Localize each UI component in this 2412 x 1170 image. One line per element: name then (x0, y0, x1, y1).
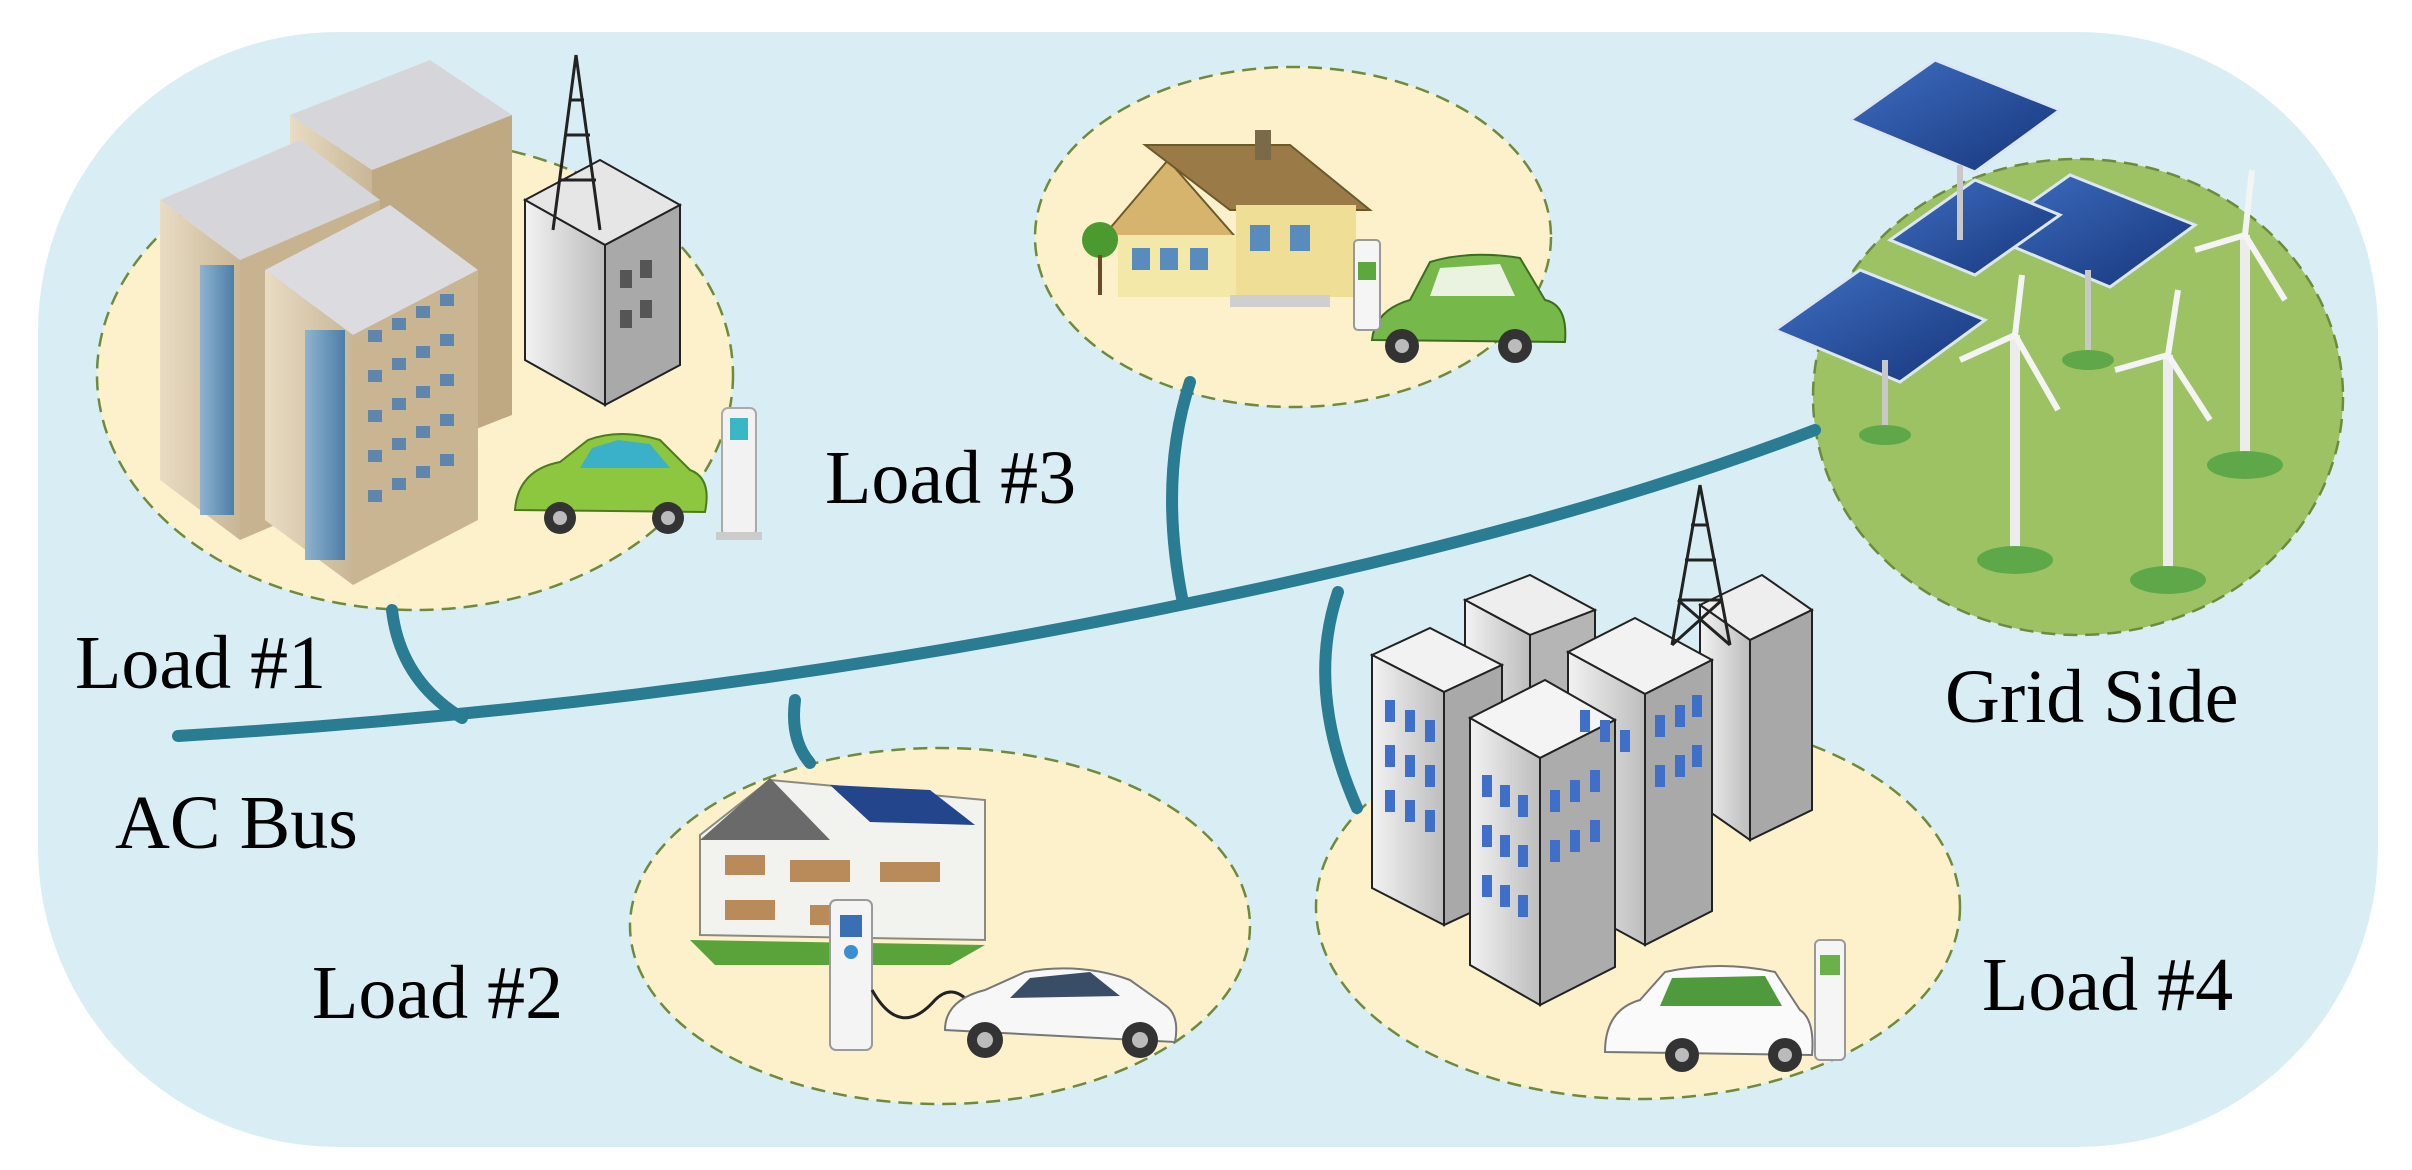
label-load1: Load #1 (75, 621, 326, 705)
zone-grid (1811, 157, 2345, 637)
house-icon (1082, 130, 1373, 307)
feeder-load2 (788, 694, 816, 769)
charging-station-icon (716, 407, 762, 540)
feeder-load4 (1319, 586, 1363, 814)
feeder-load1 (386, 604, 468, 724)
feeder-load3 (1166, 376, 1196, 609)
electric-car-icon (1370, 253, 1567, 363)
telecom-tower-icon (522, 54, 683, 407)
label-load3: Load #3 (825, 436, 1076, 520)
label-grid-side: Grid Side (1945, 655, 2238, 739)
electric-car-icon (1603, 965, 1814, 1072)
label-ac-bus: AC Bus (115, 781, 358, 865)
electric-car-icon (513, 433, 708, 534)
telecom-tower-icon (1670, 484, 1732, 647)
office-building-icon (1369, 573, 1814, 1007)
ac-bus-network (172, 376, 1821, 814)
label-load2: Load #2 (312, 951, 563, 1035)
house-icon (690, 778, 986, 965)
office-building-icon (160, 60, 512, 585)
ac-bus-line (172, 424, 1821, 742)
wind-turbine-icon (1958, 169, 2288, 594)
label-load4: Load #4 (1982, 943, 2233, 1027)
charging-station-icon (829, 899, 977, 1051)
charging-station-icon (1814, 939, 1846, 1061)
electric-car-icon (943, 967, 1178, 1058)
charging-station-icon (1353, 239, 1381, 331)
solar-panel-icon (1771, 58, 2199, 445)
